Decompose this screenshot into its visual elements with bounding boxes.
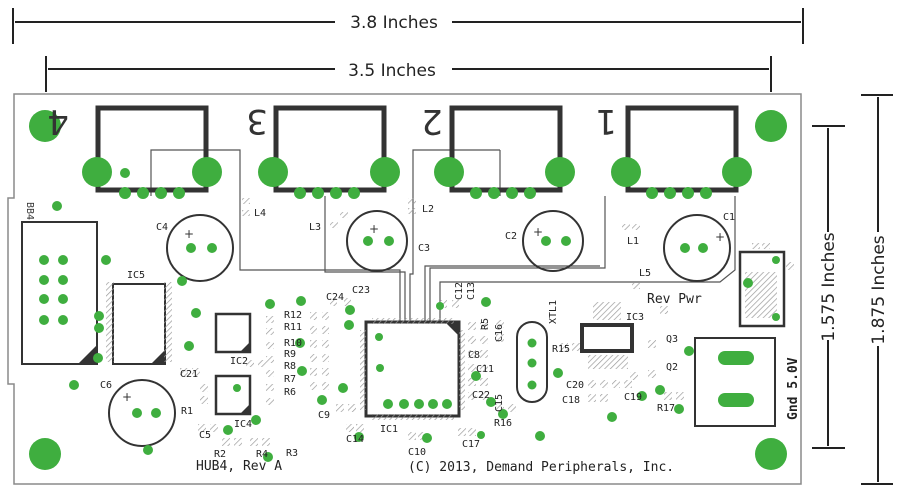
label-r15: R15	[552, 344, 570, 355]
header-bb4	[21, 221, 98, 365]
label-l5: L5	[639, 268, 651, 279]
label-c15: C15	[494, 394, 505, 412]
label-ic3: IC3	[626, 312, 644, 323]
label-l3: L3	[309, 222, 321, 233]
label-c5: C5	[199, 430, 211, 441]
label-r11: R11	[284, 322, 302, 333]
port-1: 1	[595, 101, 752, 199]
label-r3: R3	[286, 448, 298, 459]
label-gnd-5v: Gnd 5.0V	[786, 357, 801, 420]
dimension-width-inner	[45, 56, 772, 92]
label-r4: R4	[256, 449, 268, 460]
crystal-xtl1	[516, 321, 548, 403]
label-c8: C8	[468, 350, 480, 361]
cap-c3: +	[346, 210, 408, 272]
label-r8: R8	[284, 361, 296, 372]
power-jack	[694, 250, 786, 427]
label-ic4: IC4	[234, 419, 252, 430]
label-c10: C10	[408, 447, 426, 458]
port-number-3: 3	[246, 101, 268, 141]
port-3: 3	[246, 101, 400, 199]
label-copyright: (C) 2013, Demand Peripherals, Inc.	[408, 460, 674, 475]
label-r16: R16	[494, 418, 512, 429]
label-c24: C24	[326, 292, 344, 303]
cap-c4: +	[166, 214, 234, 282]
label-r9: R9	[284, 349, 296, 360]
traces	[150, 149, 736, 322]
label-l4: L4	[254, 208, 266, 219]
cap-c2: +	[522, 210, 584, 272]
dimension-label-height-inner: 1.575 Inches	[819, 232, 839, 341]
label-c21: C21	[180, 369, 198, 380]
label-c19: C19	[624, 392, 642, 403]
label-c9: C9	[318, 410, 330, 421]
dimension-label-width-inner: 3.5 Inches	[348, 61, 436, 81]
label-r17: R17	[657, 403, 675, 414]
label-c20: C20	[566, 380, 584, 391]
cap-c6: +	[108, 379, 176, 447]
label-c14: C14	[346, 434, 364, 445]
ic1	[360, 318, 465, 420]
ic3	[580, 302, 634, 369]
label-c2: C2	[505, 231, 517, 242]
svg-text:+: +	[369, 222, 379, 236]
label-c12: C12	[454, 282, 465, 300]
label-ic1: IC1	[380, 424, 398, 435]
svg-text:+: +	[122, 390, 132, 404]
label-c16: C16	[494, 324, 505, 342]
label-c1: C1	[723, 212, 735, 223]
label-ic2: IC2	[230, 356, 248, 367]
label-c13: C13	[466, 282, 477, 300]
label-rev-pwr: Rev Pwr	[647, 292, 702, 307]
label-q2: Q2	[666, 362, 678, 373]
port-number-2: 2	[421, 101, 443, 141]
ic5	[106, 282, 172, 365]
port-2: 2	[421, 101, 575, 199]
svg-text:+: +	[533, 225, 543, 239]
label-xtl1: XTL1	[548, 300, 559, 324]
dimension-height-outer	[861, 94, 893, 485]
dimension-height-inner	[812, 125, 845, 449]
port-4: 4	[47, 101, 222, 199]
label-hub4-rev: HUB4, Rev A	[196, 459, 282, 474]
label-r2: R2	[214, 449, 226, 460]
smd-pads	[180, 198, 794, 446]
dimension-label-height-outer: 1.875 Inches	[869, 235, 889, 344]
label-l2: L2	[422, 204, 434, 215]
cap-c1: +	[663, 214, 731, 282]
label-r1: R1	[181, 406, 193, 417]
label-bb4: BB4	[24, 202, 35, 220]
vias	[52, 201, 694, 462]
port-number-1: 1	[595, 101, 617, 141]
port-number-4: 4	[47, 101, 69, 141]
label-c4: C4	[156, 222, 168, 233]
label-c3: C3	[418, 243, 430, 254]
label-c6: C6	[100, 380, 112, 391]
refdes-labels: IC5 C4 L4 L3 L2 C3 C2 L1 C1 L5 C24 C23 R…	[100, 204, 735, 460]
label-r12: R12	[284, 310, 302, 321]
label-r5: R5	[480, 318, 491, 330]
svg-text:+: +	[184, 227, 194, 241]
label-r10: R10	[284, 338, 302, 349]
label-q3: Q3	[666, 334, 678, 345]
dimension-label-width-outer: 3.8 Inches	[350, 13, 438, 33]
label-c11: C11	[476, 364, 494, 375]
svg-text:+: +	[715, 230, 725, 244]
label-c23: C23	[352, 285, 370, 296]
ic2	[214, 312, 252, 354]
label-r7: R7	[284, 374, 296, 385]
ic4	[214, 374, 252, 416]
label-c17: C17	[462, 439, 480, 450]
mounting-holes	[29, 110, 787, 470]
dimension-width-outer	[12, 8, 804, 44]
refdes-labels-rotated: C12 C13 R5 C16 C15 XTL1	[454, 282, 559, 412]
label-ic5: IC5	[127, 270, 145, 281]
label-c18: C18	[562, 395, 580, 406]
label-r6: R6	[284, 387, 296, 398]
label-c22: C22	[472, 390, 490, 401]
label-l1: L1	[627, 236, 639, 247]
